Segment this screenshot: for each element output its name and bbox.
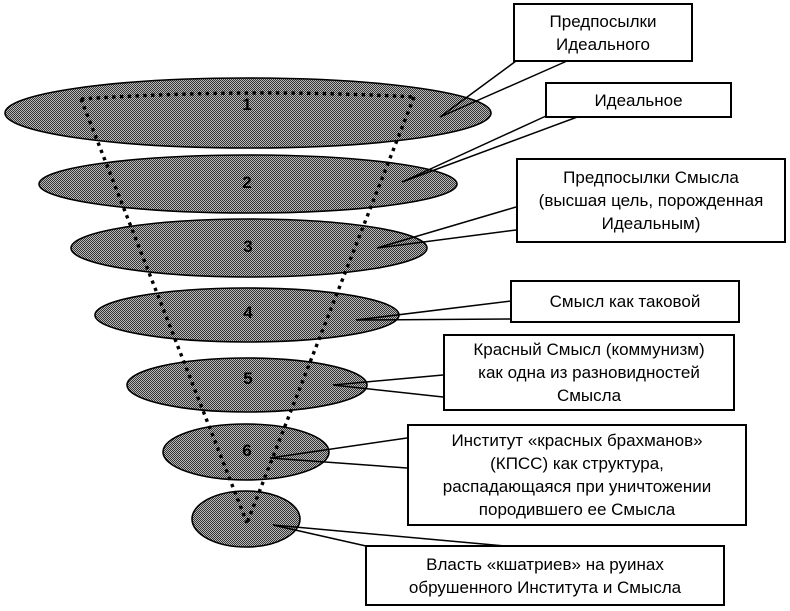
leader-line-4 <box>355 300 512 321</box>
level-number-2: 2 <box>242 173 251 192</box>
ellipse-level-7 <box>191 490 301 548</box>
cone-right-edge-dotted <box>245 96 416 524</box>
level-number-4: 4 <box>243 303 253 322</box>
callout-meaning-as-such: Смысл как таковой <box>510 280 740 323</box>
callout-the-ideal: Идеальное <box>545 82 732 118</box>
callout-kshatriya-power-on-ruins: Власть «кшатриев» на руинах обрушенного … <box>365 545 725 606</box>
ellipse-level-6 <box>162 423 330 481</box>
leader-line-3 <box>376 206 517 249</box>
level-number-1: 1 <box>242 95 251 114</box>
callout-premises-of-meaning: Предпосылки Смысла (высшая цель, порожде… <box>516 158 786 243</box>
leader-line-1 <box>439 60 568 118</box>
callout-premises-of-the-ideal: Предпосылки Идеального <box>513 3 693 62</box>
callout-red-meaning-communism: Красный Смысл (коммунизм) как одна из ра… <box>443 334 735 411</box>
cone-back-rim-dotted <box>80 91 415 101</box>
level-number-5: 5 <box>243 369 252 388</box>
ellipse-level-3 <box>70 218 428 278</box>
leader-line-6 <box>269 437 408 469</box>
leader-line-5 <box>332 374 444 398</box>
ellipse-level-2 <box>38 154 458 214</box>
cone-left-edge-dotted <box>79 98 249 524</box>
ellipse-level-5 <box>126 357 368 413</box>
level-number-3: 3 <box>243 237 252 256</box>
leader-line-7 <box>272 524 506 547</box>
level-number-6: 6 <box>242 441 251 460</box>
leader-line-2 <box>401 115 581 183</box>
callout-institute-red-brahmins-kpss: Институт «красных брахманов» (КПСС) как … <box>407 424 747 526</box>
